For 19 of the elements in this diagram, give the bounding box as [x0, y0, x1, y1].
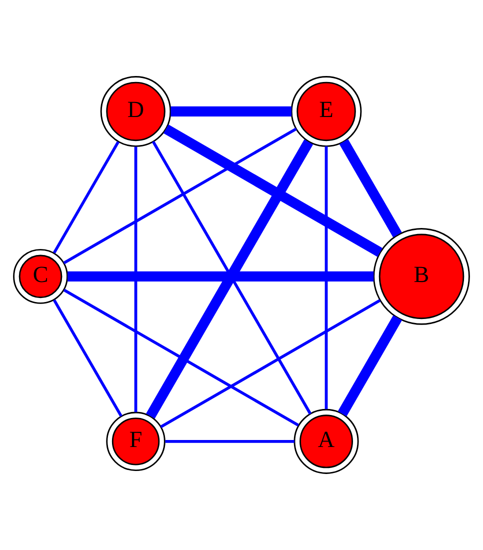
connector — [134, 146, 138, 412]
connector — [67, 271, 374, 282]
node-circle: D — [100, 76, 172, 147]
connector — [163, 124, 382, 257]
connector — [52, 299, 122, 417]
node-circle: A — [294, 408, 359, 474]
connector — [339, 139, 402, 238]
connector — [338, 315, 402, 416]
connector — [324, 146, 328, 410]
node-circle: C — [13, 248, 68, 304]
connector — [160, 299, 381, 428]
node-circle: F — [106, 412, 166, 472]
connector — [165, 440, 294, 443]
connector — [63, 288, 300, 427]
node-circle: B — [373, 228, 470, 325]
connector — [63, 128, 297, 264]
connector — [52, 141, 120, 254]
connector — [170, 106, 292, 117]
node-circle: E — [290, 76, 362, 147]
